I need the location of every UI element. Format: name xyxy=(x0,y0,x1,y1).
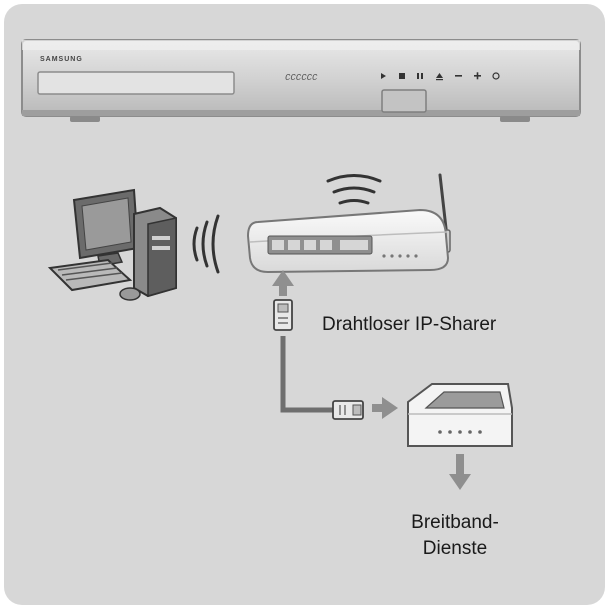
ethernet-connector-icon xyxy=(273,299,293,331)
disc-tray xyxy=(37,71,235,95)
router-label: Drahtloser IP-Sharer xyxy=(322,314,497,335)
desktop-computer-icon xyxy=(47,188,177,301)
wireless-signal-icon xyxy=(192,214,220,274)
arrow-up-to-router xyxy=(272,270,294,296)
arrow-right-to-modem xyxy=(372,397,398,419)
wireless-signal-icon xyxy=(326,174,382,205)
background-panel xyxy=(4,4,605,605)
ethernet-connector-icon xyxy=(332,400,364,420)
modem-icon xyxy=(407,383,513,447)
broadband-label-line1: Breitband- xyxy=(411,512,499,533)
device-control-buttons xyxy=(381,72,500,81)
device-display: CCCCCC xyxy=(285,73,318,83)
broadband-label-line2: Dienste xyxy=(422,538,488,559)
device-front-panel-door xyxy=(381,89,427,113)
samsung-device: SAMSUNG CCCCCC xyxy=(21,39,581,122)
device-brand-logo: SAMSUNG xyxy=(40,56,83,63)
ethernet-cable xyxy=(272,270,471,490)
arrow-down-from-modem xyxy=(449,454,471,490)
broadband-label: Breitband- Dienste xyxy=(380,510,530,562)
wireless-router-icon xyxy=(246,173,451,274)
